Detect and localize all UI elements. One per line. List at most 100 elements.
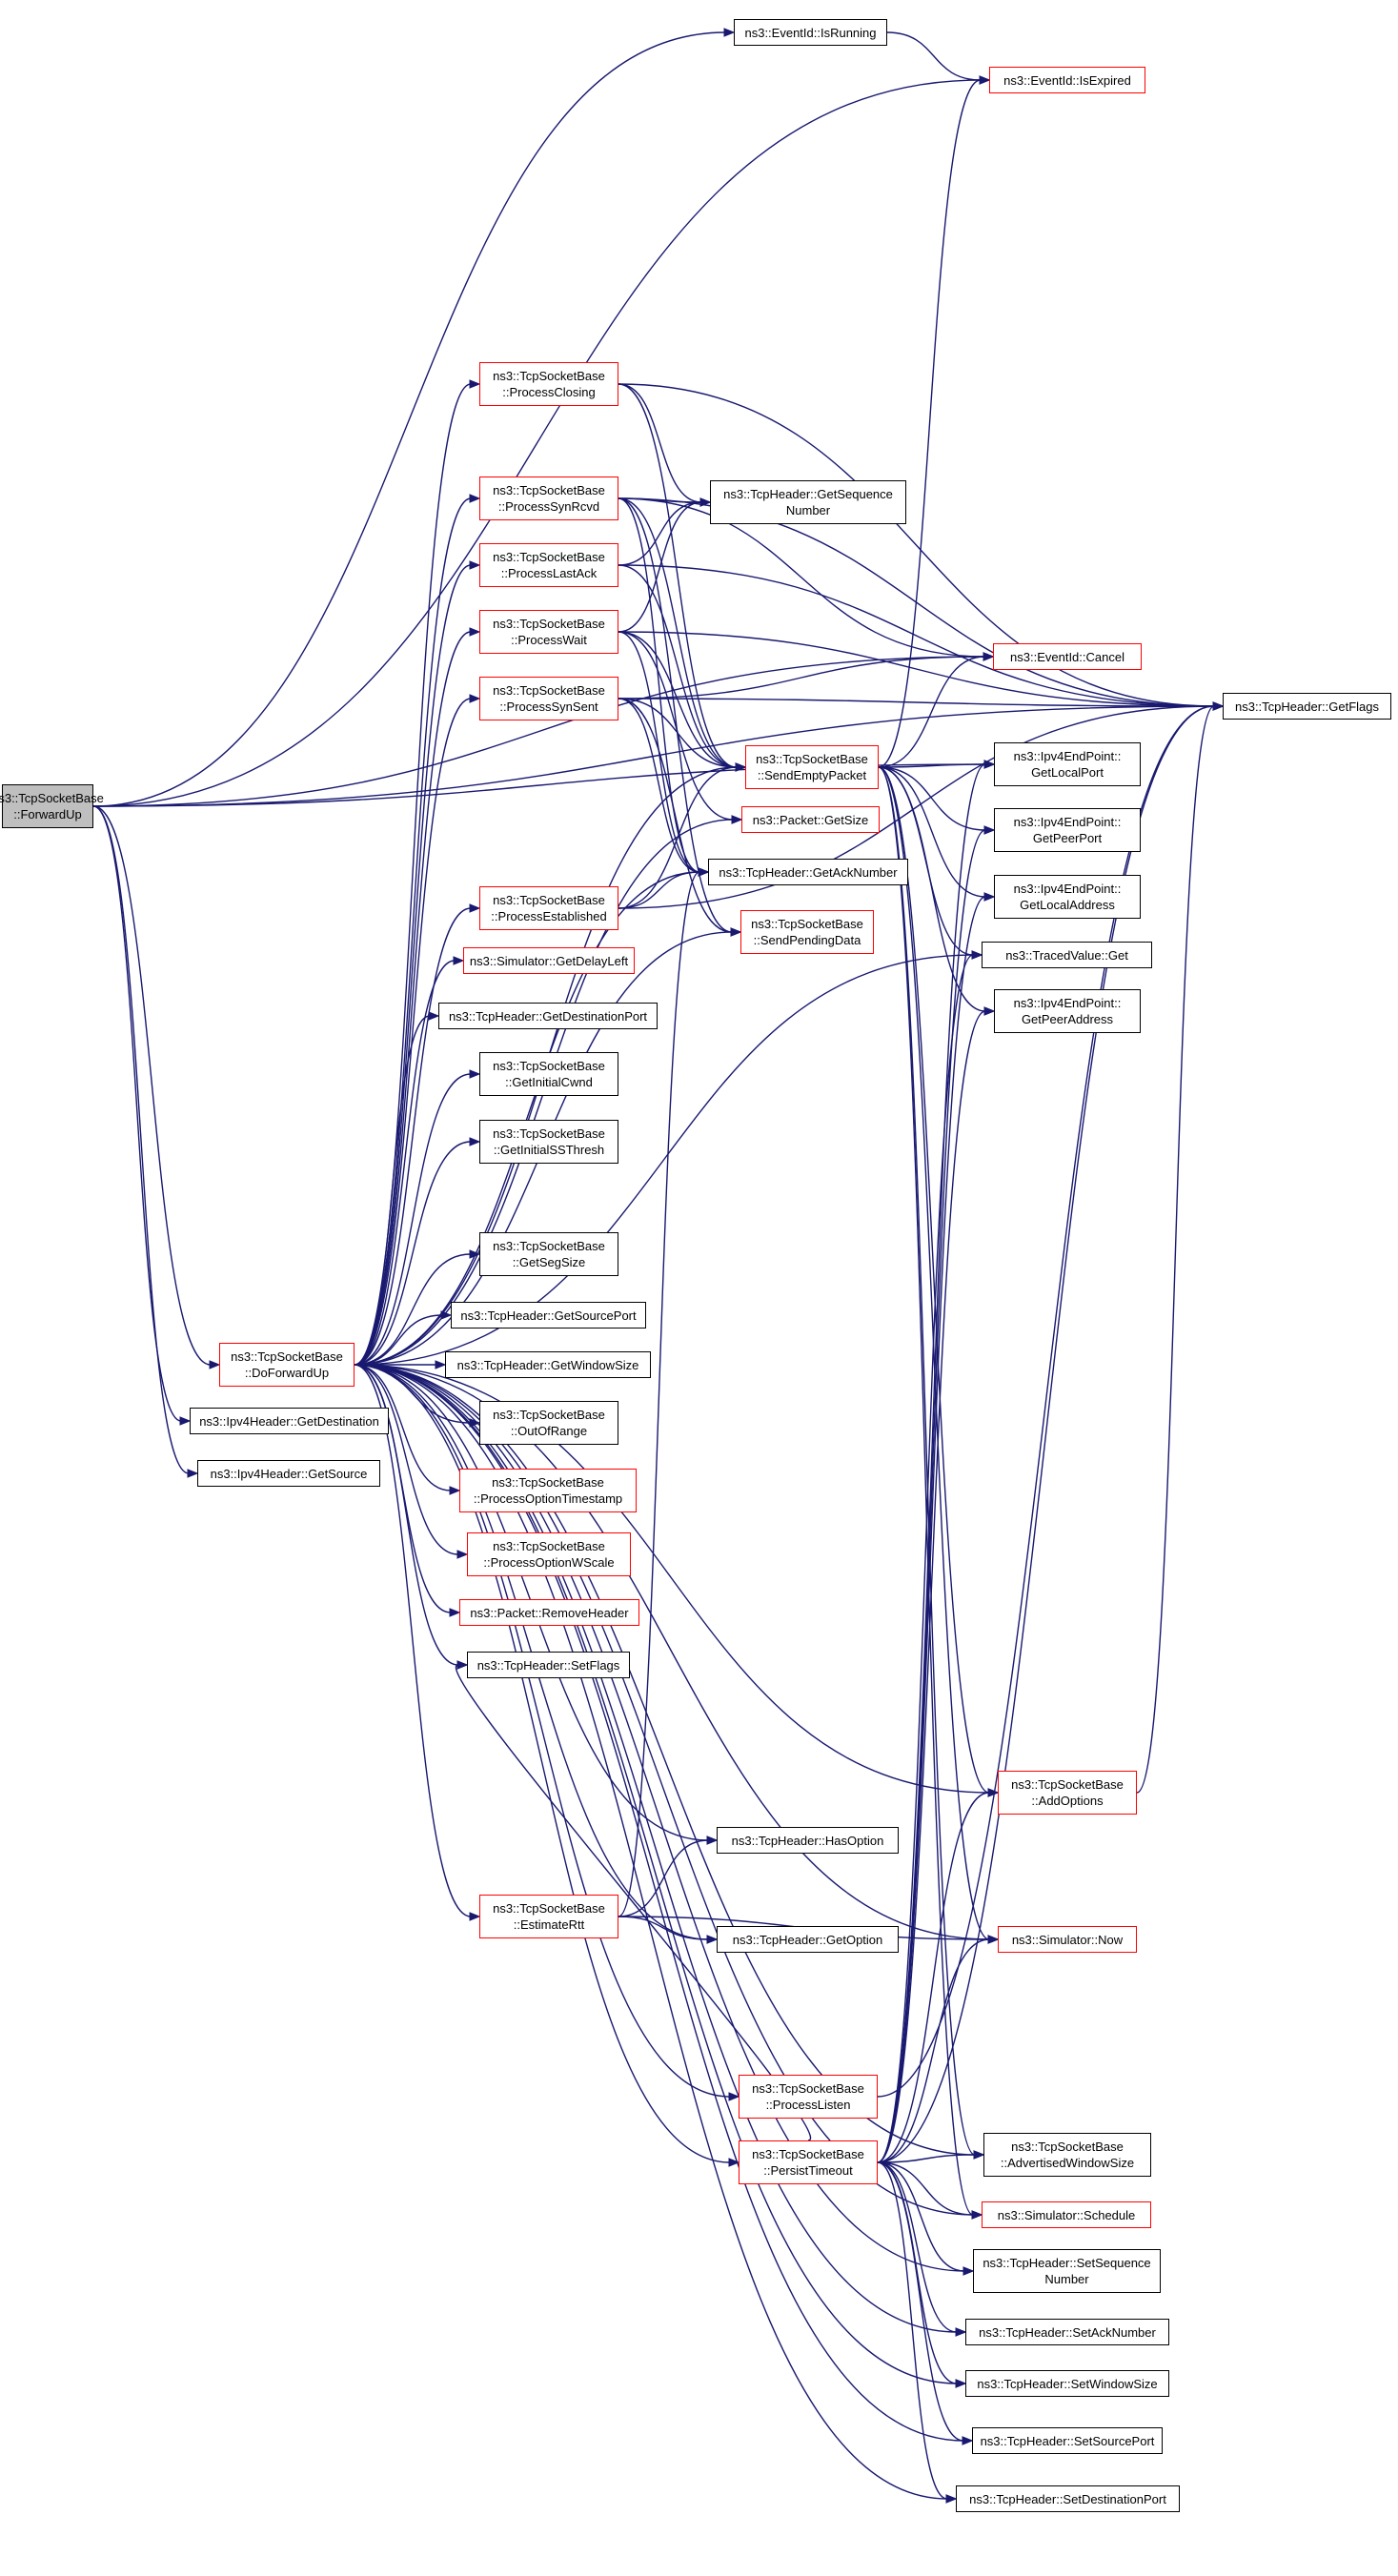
node-set-ack-number[interactable]: ns3::TcpHeader::SetAckNumber — [965, 2319, 1169, 2345]
edge-persist-timeout-to-add-options — [877, 1792, 990, 2163]
edge-do-forward-up-to-advertised-window-size — [354, 1364, 976, 2156]
edge-process-syn-rcvd-to-cancel — [618, 497, 985, 658]
node-label: ns3::Packet::RemoveHeader — [470, 1605, 629, 1620]
node-process-wait[interactable]: ns3::TcpSocketBase::ProcessWait — [479, 610, 618, 654]
node-label-line2: Number — [1044, 2272, 1089, 2286]
node-persist-timeout[interactable]: ns3::TcpSocketBase::PersistTimeout — [739, 2140, 878, 2184]
node-label: ns3::Ipv4EndPoint:: — [1013, 749, 1122, 763]
node-set-flags[interactable]: ns3::TcpHeader::SetFlags — [467, 1652, 630, 1678]
node-cancel[interactable]: ns3::EventId::Cancel — [993, 643, 1142, 670]
edge-arrowhead — [469, 1249, 481, 1259]
node-estimate-rtt[interactable]: ns3::TcpSocketBase::EstimateRtt — [479, 1895, 618, 1938]
edge-do-forward-up-to-set-ack-number — [354, 1364, 958, 2333]
edge-do-forward-up-to-process-syn-rcvd — [354, 497, 472, 1366]
node-out-of-range[interactable]: ns3::TcpSocketBase::OutOfRange — [479, 1401, 618, 1445]
node-get-source-port[interactable]: ns3::TcpHeader::GetSourcePort — [451, 1302, 646, 1329]
node-set-destination-port[interactable]: ns3::TcpHeader::SetDestinationPort — [956, 2485, 1180, 2512]
edge-arrowhead — [456, 1660, 469, 1670]
node-process-syn-sent[interactable]: ns3::TcpSocketBase::ProcessSynSent — [479, 677, 618, 720]
edge-arrowhead — [971, 2210, 983, 2220]
edge-persist-timeout-to-now — [877, 1938, 990, 2163]
edge-forward-up-to-cancel — [92, 656, 985, 807]
node-label: ns3::TcpSocketBase — [493, 550, 605, 564]
edge-arrowhead — [179, 1416, 192, 1426]
node-is-expired[interactable]: ns3::EventId::IsExpired — [989, 67, 1145, 93]
edge-send-empty-packet-to-add-options — [878, 766, 990, 1794]
node-get-peer-address[interactable]: ns3::Ipv4EndPoint::GetPeerAddress — [994, 989, 1141, 1033]
node-label-line2: ::GetInitialCwnd — [505, 1075, 593, 1089]
node-get-local-address[interactable]: ns3::Ipv4EndPoint::GetLocalAddress — [994, 875, 1141, 919]
node-process-option-wscale[interactable]: ns3::TcpSocketBase::ProcessOptionWScale — [467, 1532, 631, 1576]
node-get-size[interactable]: ns3::Packet::GetSize — [741, 806, 880, 833]
node-process-option-timestamp[interactable]: ns3::TcpSocketBase::ProcessOptionTimesta… — [459, 1469, 637, 1512]
node-is-running[interactable]: ns3::EventId::IsRunning — [734, 19, 887, 46]
edge-process-last-ack-to-get-flags — [618, 564, 1215, 707]
node-label-line2: ::ProcessWait — [511, 633, 587, 647]
node-process-listen[interactable]: ns3::TcpSocketBase::ProcessListen — [739, 2075, 878, 2119]
node-get-destination-port[interactable]: ns3::TcpHeader::GetDestinationPort — [438, 1003, 658, 1029]
node-set-window-size[interactable]: ns3::TcpHeader::SetWindowSize — [965, 2370, 1169, 2397]
edge-persist-timeout-to-get-flags — [877, 705, 1215, 2163]
edge-persist-timeout-to-set-ack-number — [877, 2161, 958, 2333]
node-get-peer-port[interactable]: ns3::Ipv4EndPoint::GetPeerPort — [994, 808, 1141, 852]
node-ipv4-get-source[interactable]: ns3::Ipv4Header::GetSource — [197, 1460, 380, 1487]
edge-process-syn-rcvd-to-send-pending-data — [618, 497, 733, 933]
node-send-empty-packet[interactable]: ns3::TcpSocketBase::SendEmptyPacket — [745, 745, 879, 789]
node-get-initial-ssthresh[interactable]: ns3::TcpSocketBase::GetInitialSSThresh — [479, 1120, 618, 1164]
node-send-pending-data[interactable]: ns3::TcpSocketBase::SendPendingData — [740, 910, 874, 954]
node-process-syn-rcvd[interactable]: ns3::TcpSocketBase::ProcessSynRcvd — [479, 477, 618, 520]
node-process-last-ack[interactable]: ns3::TcpSocketBase::ProcessLastAck — [479, 543, 618, 587]
node-schedule[interactable]: ns3::Simulator::Schedule — [982, 2201, 1151, 2228]
node-label: ns3::TcpSocketBase — [493, 1059, 605, 1073]
node-traced-value-get[interactable]: ns3::TracedValue::Get — [982, 942, 1152, 968]
edge-arrowhead — [440, 1310, 453, 1320]
edge-persist-timeout-to-get-peer-address — [877, 1010, 986, 2163]
edge-arrowhead — [469, 694, 481, 703]
node-get-window-size[interactable]: ns3::TcpHeader::GetWindowSize — [445, 1351, 651, 1378]
edge-arrowhead — [435, 1360, 447, 1369]
edge-do-forward-up-to-process-wait — [354, 631, 472, 1366]
node-process-established[interactable]: ns3::TcpSocketBase::ProcessEstablished — [479, 886, 618, 930]
edge-do-forward-up-to-set-source-port — [354, 1364, 964, 2442]
node-label: ns3::Simulator::GetDelayLeft — [469, 953, 629, 968]
node-process-closing[interactable]: ns3::TcpSocketBase::ProcessClosing — [479, 362, 618, 406]
edge-estimate-rtt-to-get-option — [618, 1916, 709, 1940]
node-get-flags[interactable]: ns3::TcpHeader::GetFlags — [1223, 693, 1391, 720]
node-add-options[interactable]: ns3::TcpSocketBase::AddOptions — [998, 1771, 1137, 1815]
node-label: ns3::TcpHeader::GetSequence — [723, 487, 893, 501]
node-label-line2: ::ProcessOptionTimestamp — [473, 1491, 623, 1506]
edge-arrowhead — [699, 497, 712, 507]
node-get-option[interactable]: ns3::TcpHeader::GetOption — [717, 1926, 899, 1953]
node-set-source-port[interactable]: ns3::TcpHeader::SetSourcePort — [972, 2427, 1163, 2454]
edge-forward-up-to-get-flags — [92, 705, 1215, 807]
node-get-delay-left[interactable]: ns3::Simulator::GetDelayLeft — [463, 947, 635, 974]
node-label-line2: ::SendPendingData — [753, 933, 861, 947]
node-label-line2: ::AddOptions — [1031, 1794, 1104, 1808]
edge-arrowhead — [735, 762, 747, 772]
node-now[interactable]: ns3::Simulator::Now — [998, 1926, 1137, 1953]
node-get-initial-cwnd[interactable]: ns3::TcpSocketBase::GetInitialCwnd — [479, 1052, 618, 1096]
edge-is-running-to-is-expired — [886, 31, 982, 81]
node-remove-header[interactable]: ns3::Packet::RemoveHeader — [459, 1599, 639, 1626]
edge-send-empty-packet-to-get-peer-port — [878, 766, 986, 831]
node-do-forward-up[interactable]: ns3::TcpSocketBase::DoForwardUp — [219, 1343, 355, 1387]
node-get-ack-number[interactable]: ns3::TcpHeader::GetAckNumber — [708, 859, 908, 885]
node-has-option[interactable]: ns3::TcpHeader::HasOption — [717, 1827, 899, 1854]
edge-process-syn-sent-to-send-empty-packet — [618, 698, 738, 768]
edge-arrowhead — [987, 1788, 1000, 1797]
edge-process-syn-sent-to-get-ack-number — [618, 698, 700, 873]
node-advertised-window-size[interactable]: ns3::TcpSocketBase::AdvertisedWindowSize — [983, 2133, 1151, 2177]
node-get-seg-size[interactable]: ns3::TcpSocketBase::GetSegSize — [479, 1232, 618, 1276]
node-label: ns3::TcpSocketBase — [493, 683, 605, 698]
node-label: ns3::TcpSocketBase — [493, 1239, 605, 1253]
edge-arrowhead — [945, 2494, 958, 2504]
node-ipv4-get-destination[interactable]: ns3::Ipv4Header::GetDestination — [190, 1408, 389, 1434]
edge-process-established-to-get-flags — [618, 705, 1215, 909]
edge-send-empty-packet-to-is-expired — [878, 79, 982, 768]
edge-do-forward-up-to-get-seg-size — [354, 1253, 472, 1366]
node-get-local-port[interactable]: ns3::Ipv4EndPoint::GetLocalPort — [994, 742, 1141, 786]
edge-forward-up-to-is-running — [92, 31, 726, 807]
edge-arrowhead — [698, 867, 710, 877]
